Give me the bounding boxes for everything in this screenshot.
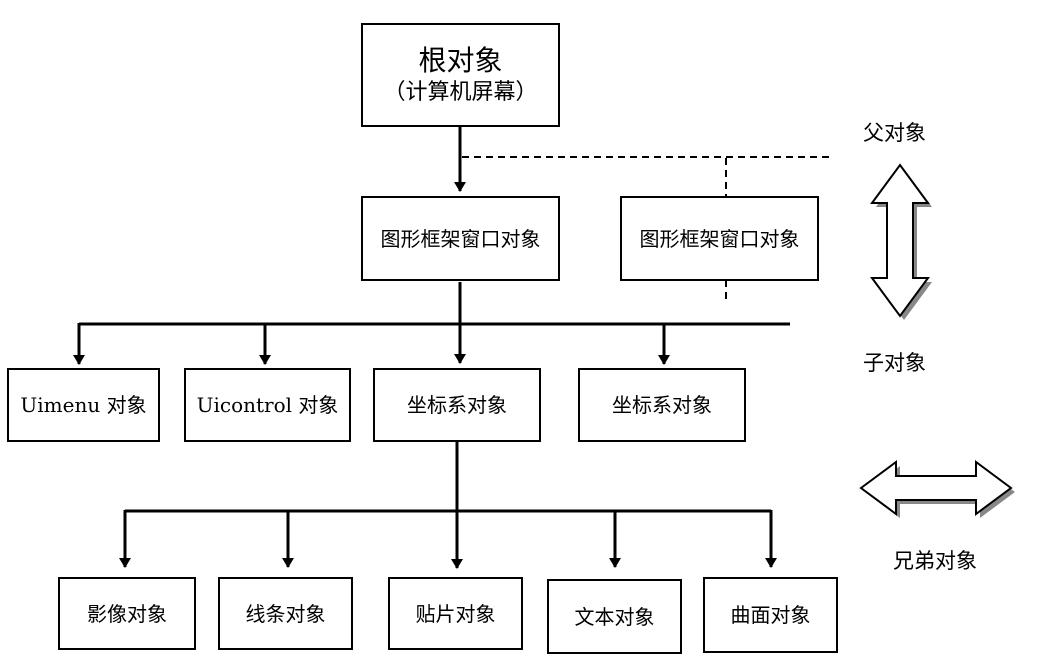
uicontrol-object-label: Uicontrol 对象 — [196, 393, 339, 417]
patch-object-box: 贴片对象 — [388, 577, 523, 650]
text-object-box: 文本对象 — [547, 579, 682, 654]
axes-object-box-1: 坐标系对象 — [373, 368, 541, 442]
figure-window-label: 图形框架窗口对象 — [639, 226, 800, 251]
image-object-label: 影像对象 — [87, 601, 167, 626]
surface-object-label: 曲面对象 — [730, 603, 811, 627]
uimenu-object-label: Uimenu 对象 — [20, 393, 147, 417]
surface-object-box: 曲面对象 — [703, 577, 838, 653]
image-object-box: 影像对象 — [58, 577, 196, 650]
patch-object-label: 贴片对象 — [415, 601, 496, 626]
root-object-box: 根对象 （计算机屏幕） — [361, 23, 560, 127]
uimenu-object-box: Uimenu 对象 — [7, 368, 160, 442]
legend-parent-label: 父对象 — [863, 121, 926, 145]
sibling-arrow-icon — [859, 460, 1015, 518]
legend-sibling-label: 兄弟对象 — [893, 549, 977, 573]
axes-object-label: 坐标系对象 — [407, 393, 507, 417]
root-object-subtitle: （计算机屏幕） — [383, 79, 538, 105]
axes-object-box-2: 坐标系对象 — [578, 368, 746, 442]
figure-window-label: 图形框架窗口对象 — [380, 226, 541, 251]
root-object-title: 根对象 — [418, 43, 503, 77]
uicontrol-object-box: Uicontrol 对象 — [184, 368, 351, 442]
figure-window-box-1: 图形框架窗口对象 — [361, 196, 560, 281]
line-object-label: 线条对象 — [245, 601, 326, 626]
axes-object-label: 坐标系对象 — [612, 393, 712, 417]
parent-child-arrow-icon — [870, 163, 932, 320]
legend-child-label: 子对象 — [863, 351, 926, 375]
text-object-label: 文本对象 — [574, 604, 655, 629]
figure-window-box-2: 图形框架窗口对象 — [620, 196, 819, 281]
line-object-box: 线条对象 — [218, 577, 353, 650]
